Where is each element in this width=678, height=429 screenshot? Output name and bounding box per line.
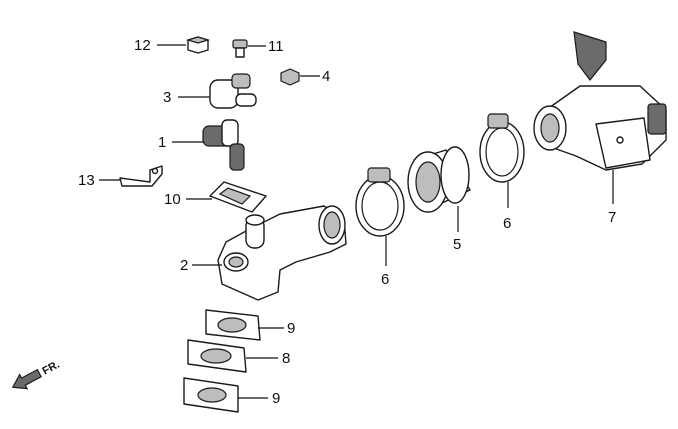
callout-4: 4 [322, 68, 330, 85]
callout-11: 11 [268, 38, 284, 55]
callout-9-bottom: 9 [272, 390, 280, 407]
part-9-gasket-bottom[interactable] [183, 377, 239, 413]
callout-10: 10 [164, 191, 181, 208]
part-10-plate[interactable] [209, 181, 267, 213]
part-5-insulator[interactable] [407, 146, 471, 213]
callout-7: 7 [608, 209, 616, 226]
part-2-intake-manifold[interactable] [217, 205, 347, 301]
front-direction-label: FR. [40, 359, 61, 378]
callout-12: 12 [134, 37, 151, 54]
part-4-nut[interactable] [280, 68, 300, 86]
part-8-gasket[interactable] [187, 339, 247, 373]
callout-6-left: 6 [381, 271, 389, 288]
callout-6-right: 6 [503, 215, 511, 232]
callout-5: 5 [453, 236, 461, 253]
part-1-fitting[interactable] [202, 119, 245, 171]
part-7-throttle-body[interactable] [533, 31, 667, 171]
part-6-clamp-right[interactable] [479, 113, 525, 183]
part-11-bolt[interactable] [232, 39, 248, 58]
callout-9-top: 9 [287, 320, 295, 337]
part-6-clamp-left[interactable] [355, 167, 405, 237]
callout-1: 1 [158, 134, 166, 151]
callout-13: 13 [78, 172, 95, 189]
leader-lines [99, 44, 614, 399]
part-13-bracket[interactable] [119, 165, 163, 187]
part-3-fitting[interactable] [209, 73, 257, 109]
front-direction-arrow: FR. [11, 359, 62, 390]
part-9-gasket-top[interactable] [205, 309, 261, 341]
callout-3: 3 [163, 89, 171, 106]
callout-2: 2 [180, 257, 188, 274]
part-12-nut[interactable] [185, 36, 211, 54]
callout-8: 8 [282, 350, 290, 367]
